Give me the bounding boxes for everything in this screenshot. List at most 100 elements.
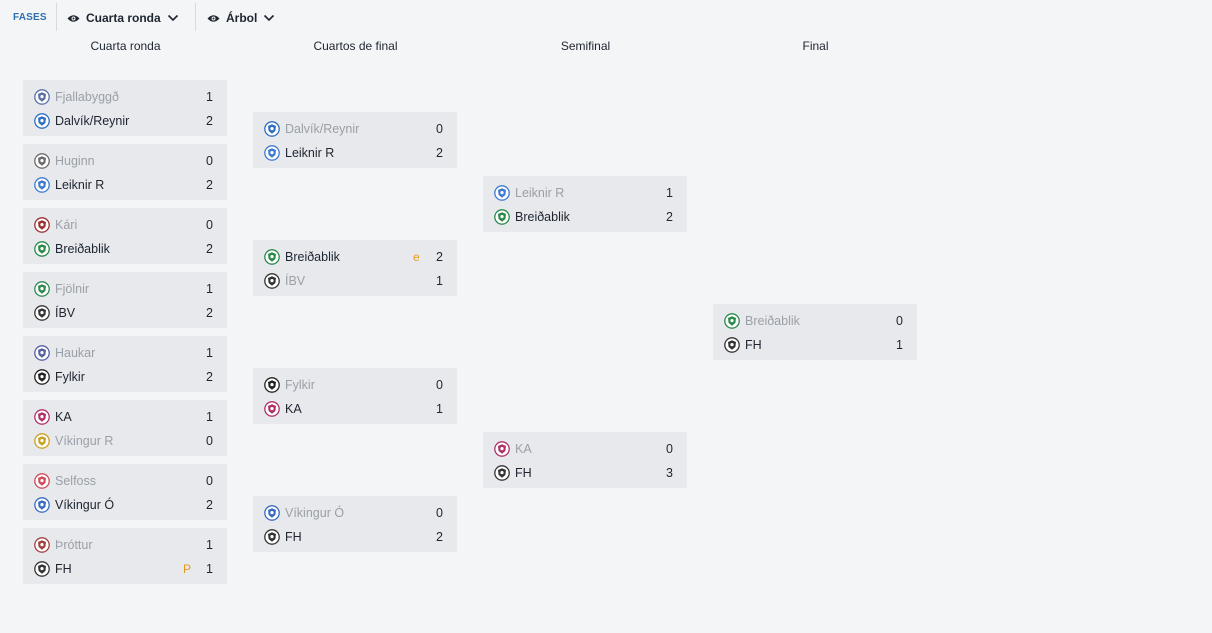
team-name[interactable]: Leiknir R bbox=[285, 146, 335, 160]
team-crest-icon bbox=[34, 89, 50, 105]
team-name[interactable]: FH bbox=[55, 562, 72, 576]
team-name[interactable]: FH bbox=[515, 466, 532, 480]
round-select[interactable]: Cuarta ronda bbox=[67, 10, 179, 26]
phases-label[interactable]: FASES bbox=[13, 12, 47, 23]
team-name[interactable]: Breiðablik bbox=[515, 210, 570, 224]
team-name[interactable]: Fjölnir bbox=[55, 282, 90, 296]
team-crest-icon bbox=[34, 153, 50, 169]
team-name[interactable]: Fylkir bbox=[285, 378, 315, 392]
team-score: 1 bbox=[206, 562, 213, 576]
team-row[interactable]: FH 3 bbox=[483, 461, 687, 485]
team-name[interactable]: Dalvík/Reynir bbox=[55, 114, 130, 128]
team-row[interactable]: Selfoss 0 bbox=[23, 469, 227, 493]
team-crest-icon bbox=[34, 369, 50, 385]
toolbar-divider bbox=[195, 3, 196, 31]
team-score: 1 bbox=[666, 186, 673, 200]
chevron-down-icon bbox=[263, 14, 275, 22]
team-name[interactable]: KA bbox=[55, 410, 72, 424]
team-name[interactable]: Víkingur R bbox=[55, 434, 114, 448]
team-name[interactable]: Haukar bbox=[55, 346, 96, 360]
team-score: 1 bbox=[436, 274, 443, 288]
team-name[interactable]: Leiknir R bbox=[55, 178, 105, 192]
team-name[interactable]: ÍBV bbox=[55, 306, 76, 320]
team-crest-icon bbox=[34, 177, 50, 193]
team-score: 1 bbox=[206, 538, 213, 552]
toolbar-divider bbox=[56, 3, 57, 31]
team-name[interactable]: Huginn bbox=[55, 154, 95, 168]
team-name[interactable]: Fylkir bbox=[55, 370, 85, 384]
team-name[interactable]: Breiðablik bbox=[55, 242, 110, 256]
team-name[interactable]: Kári bbox=[55, 218, 78, 232]
team-name[interactable]: Þróttur bbox=[55, 538, 93, 552]
team-row[interactable]: Kári 0 bbox=[23, 213, 227, 237]
team-score: 0 bbox=[206, 218, 213, 232]
team-crest-icon bbox=[34, 409, 50, 425]
team-name[interactable]: Selfoss bbox=[55, 474, 96, 488]
team-name[interactable]: Dalvík/Reynir bbox=[285, 122, 360, 136]
column-title-fourth-round: Cuarta ronda bbox=[90, 39, 161, 53]
team-row[interactable]: Þróttur 1 bbox=[23, 533, 227, 557]
team-name[interactable]: Leiknir R bbox=[515, 186, 565, 200]
team-name[interactable]: Breiðablik bbox=[745, 314, 800, 328]
team-crest-icon bbox=[264, 377, 280, 393]
team-crest-icon bbox=[34, 113, 50, 129]
team-row[interactable]: Fylkir 2 bbox=[23, 365, 227, 389]
team-name[interactable]: Breiðablik bbox=[285, 250, 340, 264]
team-name[interactable]: FH bbox=[745, 338, 762, 352]
team-row[interactable]: ÍBV 1 bbox=[253, 269, 457, 293]
team-name[interactable]: Víkingur Ó bbox=[285, 506, 345, 520]
team-crest-icon bbox=[494, 441, 510, 457]
team-name[interactable]: KA bbox=[515, 442, 532, 456]
team-name[interactable]: ÍBV bbox=[285, 274, 306, 288]
team-name[interactable]: Fjallabyggð bbox=[55, 90, 119, 104]
view-select[interactable]: Árbol bbox=[207, 10, 275, 26]
team-name[interactable]: KA bbox=[285, 402, 302, 416]
team-name[interactable]: FH bbox=[285, 530, 302, 544]
team-row[interactable]: Leiknir R 1 bbox=[483, 181, 687, 205]
team-name[interactable]: Víkingur Ó bbox=[55, 498, 115, 512]
team-score: 3 bbox=[666, 466, 673, 480]
team-crest-icon bbox=[34, 561, 50, 577]
team-score: 2 bbox=[206, 370, 213, 384]
team-score: 0 bbox=[206, 474, 213, 488]
eye-icon bbox=[67, 14, 80, 23]
